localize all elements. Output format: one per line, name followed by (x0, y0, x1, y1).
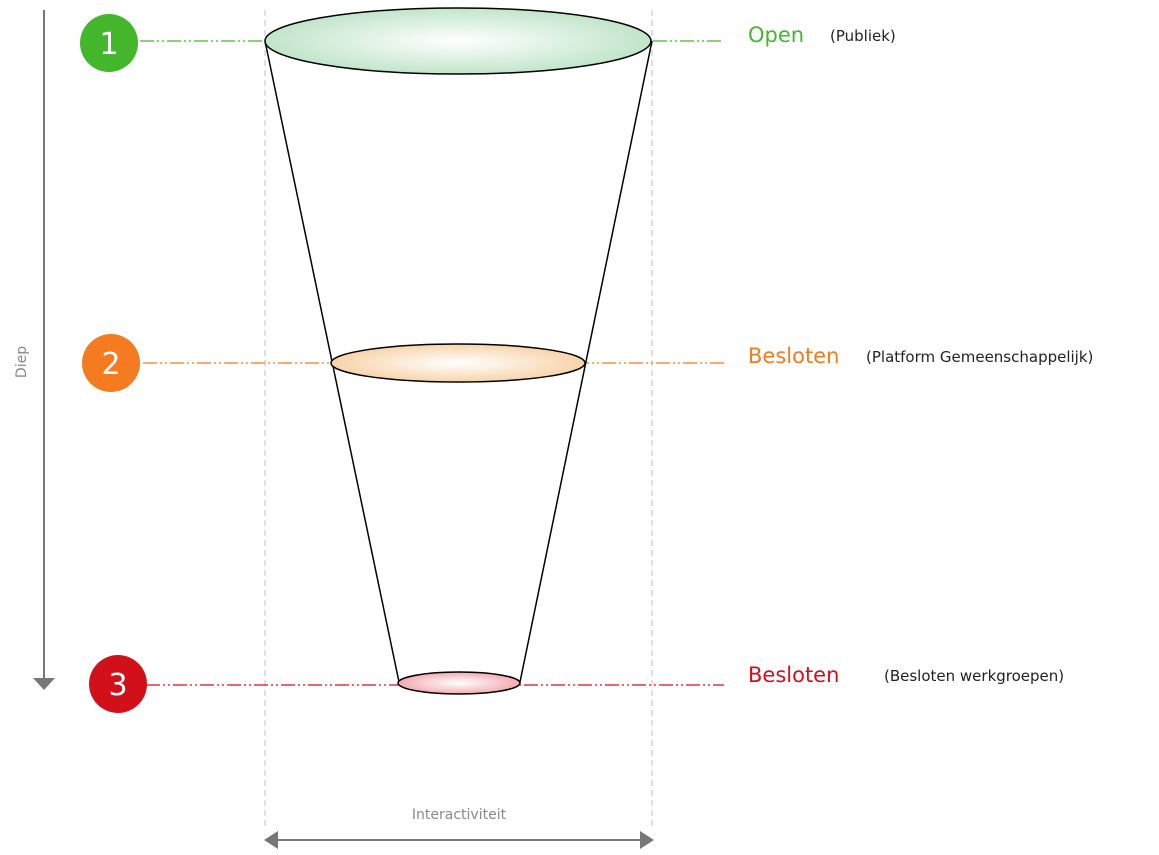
interactivity-axis-left-arrowhead-icon (264, 831, 278, 849)
interactivity-axis-right-arrowhead-icon (640, 831, 654, 849)
level-2-subtitle: (Platform Gemeenschappelijk) (866, 348, 1093, 366)
level-1-title: Open (748, 23, 804, 47)
level-badge-3-number: 3 (108, 668, 127, 703)
level-1-subtitle: (Publiek) (830, 27, 896, 45)
level-badge-2-number: 2 (101, 347, 120, 382)
level-badge-1-number: 1 (99, 27, 118, 62)
level-2-title: Besloten (748, 344, 839, 368)
cone-section-2 (330, 343, 586, 383)
level-3-subtitle: (Besloten werkgroepen) (884, 667, 1064, 685)
cone-section-1 (264, 7, 652, 75)
cone-section-3 (397, 671, 521, 695)
depth-axis-arrowhead-icon (33, 678, 55, 690)
level-3-title: Besloten (748, 663, 839, 687)
depth-axis-label: Diep (14, 346, 30, 378)
level-badge-2: 2 (82, 334, 140, 392)
interactivity-axis-label: Interactiviteit (412, 807, 507, 823)
level-badge-3: 3 (89, 655, 147, 713)
level-badge-1: 1 (80, 14, 138, 72)
cone-side-right (519, 40, 653, 683)
